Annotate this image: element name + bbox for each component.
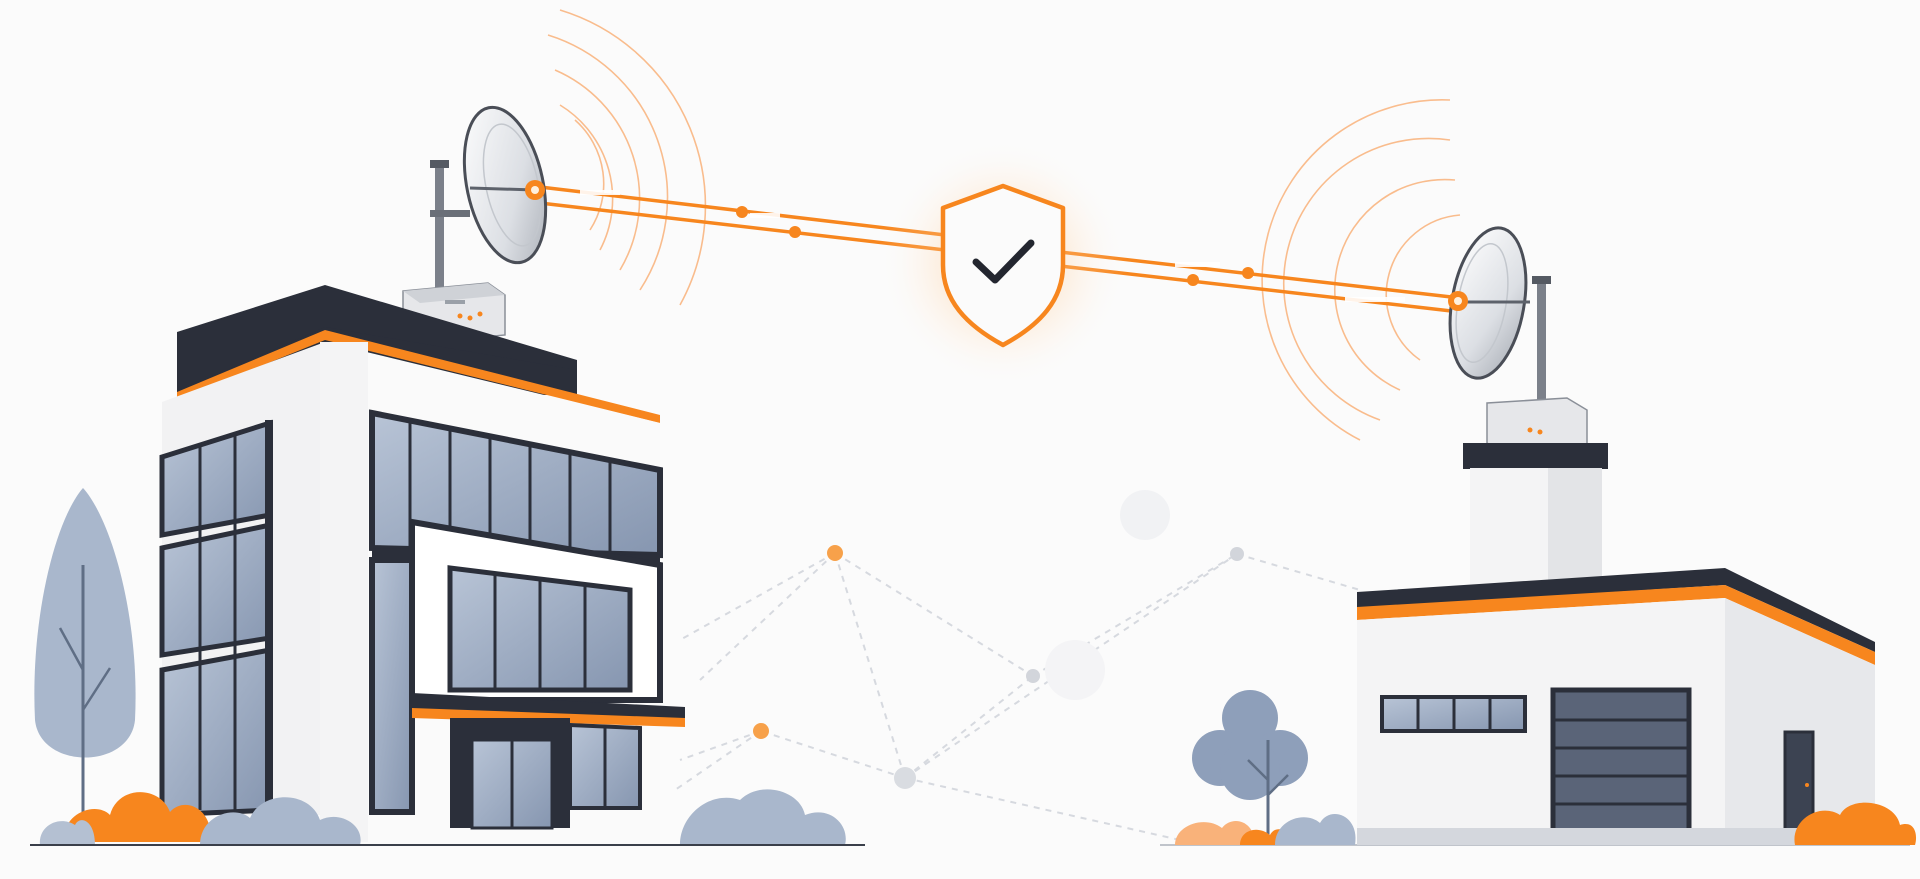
office-building (159, 105, 685, 845)
tree-left (34, 488, 136, 815)
office-windows-left-face (159, 419, 273, 818)
tree-right (1192, 690, 1308, 835)
office-entrance (450, 718, 642, 830)
garage-door (1550, 687, 1692, 843)
bushes-left (39, 789, 846, 845)
bushes-right (1175, 802, 1917, 845)
warehouse-windows (1380, 695, 1527, 733)
warehouse-building (1357, 226, 1875, 845)
satellite-dish-icon-right (1448, 226, 1530, 380)
beam-glints (580, 190, 1405, 302)
rooftop-tower-right (1463, 276, 1608, 586)
office-windows-front-middle (447, 565, 633, 693)
shield-check-icon (878, 138, 1128, 388)
signal-waves-left (547, 9, 707, 306)
satellite-dish-icon-left (462, 105, 548, 265)
beam-nodes (736, 206, 1254, 286)
warehouse-side-door (1783, 730, 1815, 834)
network-nodes (753, 490, 1244, 789)
signal-waves-right (1261, 99, 1461, 441)
